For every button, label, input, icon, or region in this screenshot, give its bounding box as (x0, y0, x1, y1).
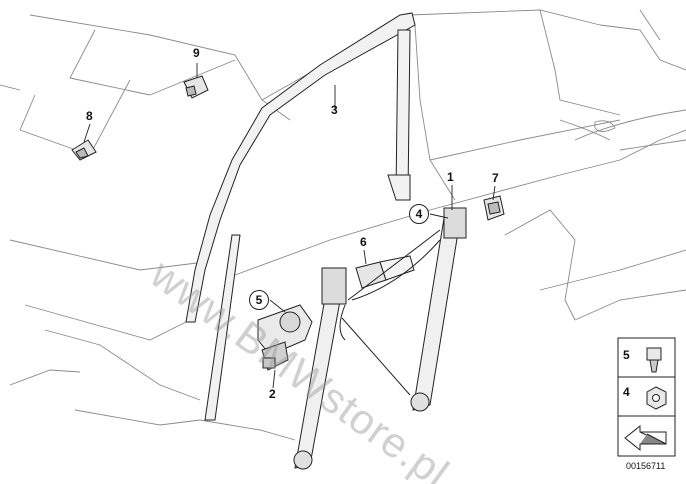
diagram-id: 00156711 (626, 461, 666, 471)
hex-nut-icon (646, 386, 667, 410)
legend-number-5: 5 (623, 348, 630, 362)
window-guide-rail (185, 12, 416, 421)
part-2-motor (257, 304, 313, 371)
callout-8: 8 (86, 109, 93, 123)
arrow-symbol-icon (624, 424, 667, 452)
bolt-icon (646, 347, 662, 373)
car-body-outline (0, 9, 686, 441)
callout-7: 7 (492, 171, 499, 185)
callout-9: 9 (193, 46, 200, 60)
callout-2: 2 (269, 387, 276, 401)
part-1-regulator (293, 207, 467, 470)
leader-lines (83, 63, 496, 389)
part-6-clip (355, 255, 415, 289)
part-9-clip (183, 75, 209, 99)
callout-4-circled: 4 (409, 204, 429, 224)
callout-3: 3 (331, 103, 338, 117)
callout-1: 1 (447, 170, 454, 184)
callout-5-circled: 5 (249, 290, 269, 310)
part-8-clip (71, 139, 97, 161)
part-7-clip (483, 195, 505, 221)
legend-panel (617, 337, 676, 457)
legend-number-4: 4 (623, 385, 630, 399)
callout-6: 6 (360, 235, 367, 249)
